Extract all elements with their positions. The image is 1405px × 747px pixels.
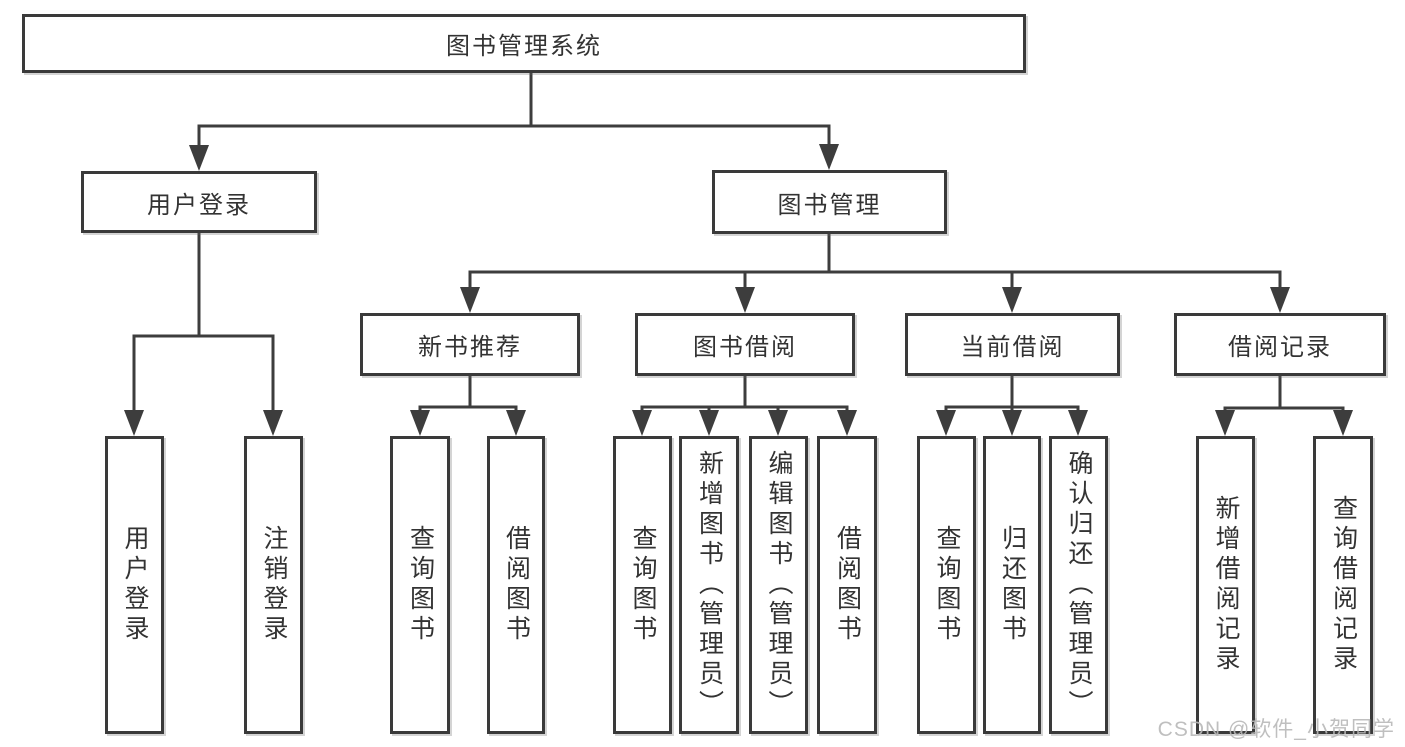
node-label: 新增图书（管理员） [695,450,724,720]
node-br-query: 查询借阅记录 [1313,436,1373,734]
node-logout-leaf: 注销登录 [244,436,303,734]
node-label: 编辑图书（管理员） [765,450,793,720]
watermark: CSDN @软件_小贺同学 [1157,718,1395,741]
node-nbr-borrow: 借阅图书 [487,436,545,734]
node-cb-return: 归还图书 [983,436,1041,734]
node-br-add: 新增借阅记录 [1196,436,1255,734]
node-label: 图书管理系统 [446,33,602,60]
node-bb-borrow: 借阅图书 [817,436,877,734]
node-label: 查询图书 [933,525,961,645]
node-cb-query: 查询图书 [917,436,976,734]
node-login-leaf: 用户登录 [105,436,164,734]
node-label: 归还图书 [998,525,1027,645]
node-label: 借阅图书 [833,525,862,645]
node-user-login: 用户登录 [81,171,317,233]
node-label: 新增借阅记录 [1212,495,1240,675]
node-label: 查询借阅记录 [1329,495,1358,675]
node-label: 新书推荐 [418,334,522,361]
node-label: 当前借阅 [960,334,1065,361]
node-label: 图书借阅 [693,334,797,361]
node-bb-add: 新增图书（管理员） [679,436,739,734]
node-root: 图书管理系统 [22,14,1026,73]
node-label: 图书管理 [777,191,882,219]
node-label: 用户登录 [121,525,149,645]
node-new-book-rec: 新书推荐 [360,313,580,376]
node-label: 确认归还（管理员） [1065,450,1093,720]
node-label: 用户登录 [147,191,251,219]
node-bb-edit: 编辑图书（管理员） [749,436,808,734]
node-book-mgmt: 图书管理 [712,170,947,234]
node-label: 查询图书 [629,525,657,645]
node-nbr-query: 查询图书 [390,436,450,734]
node-current-borrow: 当前借阅 [905,313,1120,376]
node-bb-query: 查询图书 [613,436,672,734]
node-label: 注销登录 [260,525,288,645]
node-label: 借阅图书 [502,525,531,645]
node-label: 查询图书 [406,525,435,645]
node-label: 借阅记录 [1228,334,1332,361]
node-book-borrow: 图书借阅 [635,313,855,376]
node-cb-confirm: 确认归还（管理员） [1049,436,1108,734]
node-borrow-records: 借阅记录 [1174,313,1386,376]
